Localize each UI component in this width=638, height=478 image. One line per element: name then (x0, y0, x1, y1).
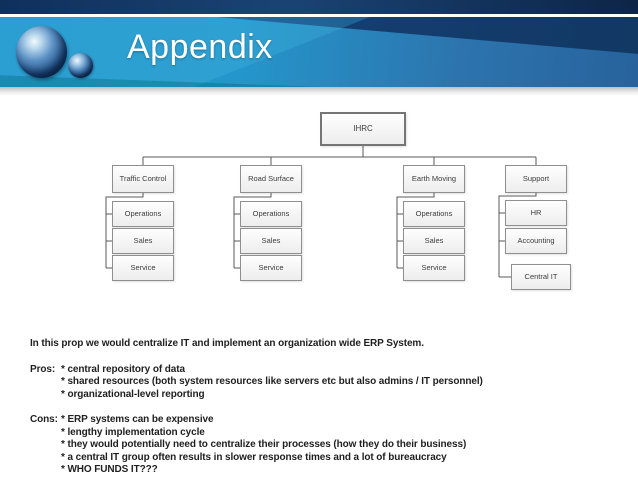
org-box-earth-moving: Earth Moving (403, 165, 465, 193)
pros-label: Pros: (30, 363, 56, 375)
slide-title: Appendix (127, 28, 273, 66)
notes-block: In this prop we would centralize IT and … (30, 338, 610, 477)
cons-section: Cons: * ERP systems can be expensive * l… (30, 414, 610, 477)
pros-item: * central repository of data (61, 363, 185, 375)
header-bottom-shadow (0, 87, 638, 96)
org-box-support-hr: HR (505, 200, 567, 226)
cons-item: * a central IT group often results in sl… (61, 451, 447, 463)
org-box-tc-service: Service (112, 255, 174, 281)
org-box-em-service: Service (403, 255, 465, 281)
org-box-tc-operations: Operations (112, 201, 174, 227)
org-box-support-central-it: Central IT (511, 264, 571, 290)
org-chart-connectors (105, 146, 537, 278)
org-box-support-accounting: Accounting (505, 228, 567, 254)
org-box-support: Support (505, 165, 567, 193)
globe-large-icon (16, 26, 67, 78)
org-box-traffic-control: Traffic Control (112, 165, 174, 193)
pros-item: * organizational-level reporting (61, 388, 205, 400)
org-box-root: IHRC (320, 112, 406, 146)
header-top-bar (0, 0, 638, 14)
org-box-em-sales: Sales (403, 228, 465, 254)
globe-small-icon (68, 53, 93, 78)
cons-item: * ERP systems can be expensive (61, 414, 214, 425)
cons-item: * they would potentially need to central… (61, 439, 467, 450)
cons-items: * ERP systems can be expensive * lengthy… (61, 414, 610, 477)
pros-item: * shared resources (both system resource… (61, 376, 483, 387)
notes-intro: In this prop we would centralize IT and … (30, 338, 424, 349)
cons-label: Cons: (30, 414, 58, 425)
pros-items: * central repository of data * shared re… (61, 364, 610, 402)
cons-item: * lengthy implementation cycle (61, 426, 205, 438)
org-chart: IHRC Traffic Control Road Surface Earth … (0, 95, 638, 345)
org-box-road-surface: Road Surface (240, 165, 302, 193)
org-box-tc-sales: Sales (112, 228, 174, 254)
org-box-em-operations: Operations (403, 201, 465, 227)
cons-item: * WHO FUNDS IT??? (61, 464, 158, 475)
org-box-rs-service: Service (240, 255, 302, 281)
org-box-rs-operations: Operations (240, 201, 302, 227)
org-box-rs-sales: Sales (240, 228, 302, 254)
pros-section: Pros: * central repository of data * sha… (30, 364, 610, 402)
header-band (0, 14, 638, 90)
